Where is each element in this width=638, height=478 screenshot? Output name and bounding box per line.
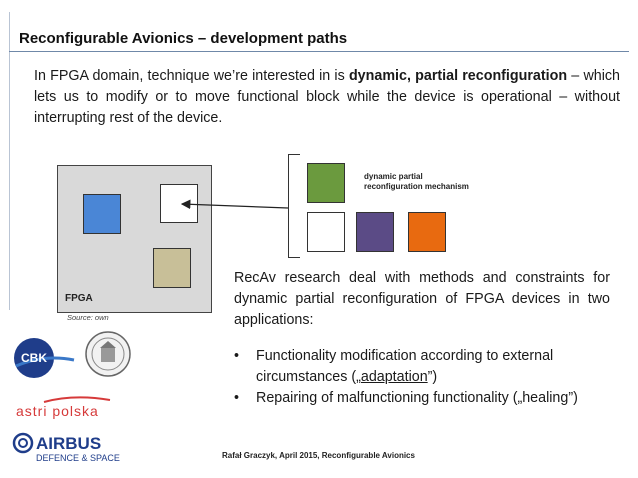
title-underline <box>9 24 629 52</box>
university-seal-icon <box>85 331 131 377</box>
adaptation-link: adaptation <box>360 369 428 385</box>
list-item: Functionality modification according to … <box>234 346 614 388</box>
functional-block-green <box>307 163 345 203</box>
mechanism-label-line2: reconfiguration mechanism <box>364 182 469 191</box>
recav-paragraph: RecAv research deal with methods and con… <box>234 270 610 328</box>
astri-polska-logo: astri polska <box>16 396 111 419</box>
functional-block-purple <box>356 212 394 252</box>
mechanism-label: dynamic partial reconfiguration mechanis… <box>364 172 469 192</box>
bullet1-text-start: Functionality modification according to … <box>256 348 554 385</box>
astri-logo-text: astri polska <box>16 403 99 419</box>
slide-title: Reconfigurable Avionics – development pa… <box>19 30 348 47</box>
source-note: Source: own <box>67 313 109 322</box>
intro-text-end: – which lets us to modify or to move fun… <box>34 68 621 126</box>
functional-block-white <box>307 212 345 252</box>
list-item: Repairing of malfunctioning functionalit… <box>234 388 614 409</box>
applications-list: Functionality modification according to … <box>234 346 614 409</box>
mechanism-label-line1: dynamic partial <box>364 172 423 181</box>
cbk-logo: CBK <box>14 338 75 378</box>
reconfigurable-region <box>160 184 198 223</box>
intro-text-start: In FPGA domain, technique we’re interest… <box>34 68 349 84</box>
functional-block-tan <box>153 248 191 288</box>
functional-block-blue <box>83 194 121 234</box>
bracket <box>288 154 300 258</box>
bullet1-text-end: ”) <box>427 369 438 385</box>
airbus-logo: AIRBUS DEFENCE & SPACE <box>12 432 120 463</box>
airbus-logo-subtext: DEFENCE & SPACE <box>36 453 120 463</box>
functional-block-orange <box>408 212 446 252</box>
fpga-label: FPGA <box>65 293 93 304</box>
cbk-logo-text: CBK <box>21 351 47 365</box>
footer: Rafał Graczyk, April 2015, Reconfigurabl… <box>222 451 415 460</box>
intro-paragraph: In FPGA domain, technique we’re interest… <box>34 66 620 129</box>
intro-highlight: dynamic, partial reconfiguration <box>348 68 568 84</box>
left-rule <box>9 12 10 310</box>
airbus-logo-text: AIRBUS <box>36 434 101 453</box>
